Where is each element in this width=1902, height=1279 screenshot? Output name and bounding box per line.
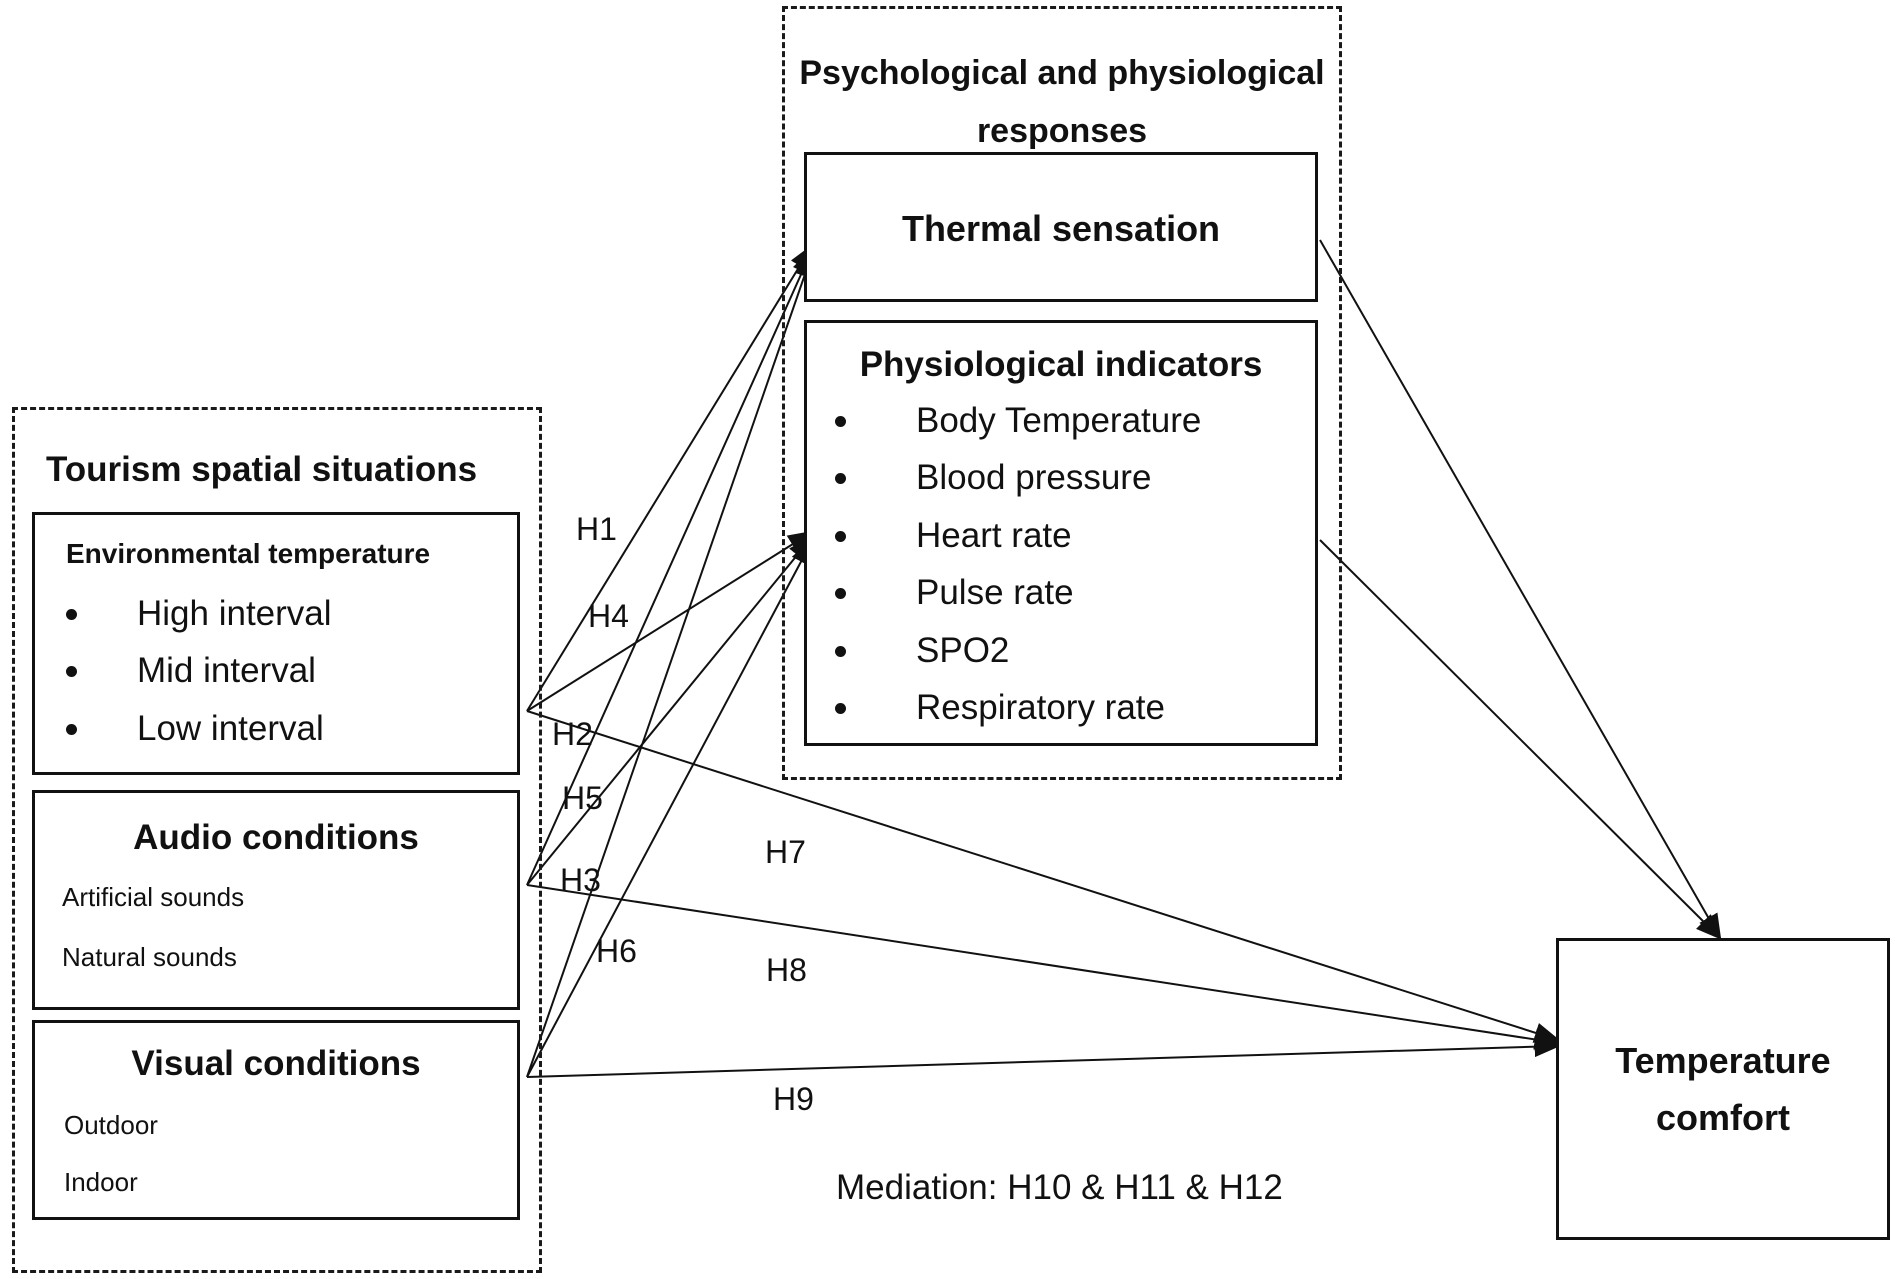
hypothesis-label-h7: H7 — [765, 834, 806, 870]
responses-group-title: Psychological and physiological response… — [799, 54, 1325, 150]
bullet-icon — [835, 702, 846, 714]
hypothesis-label-h9: H9 — [773, 1081, 814, 1117]
tourism-group — [12, 407, 542, 1273]
visual-conditions-title: Visual conditions — [131, 1044, 421, 1083]
audio-item: Natural sounds — [62, 942, 237, 972]
arrow-h9 — [526, 1036, 1561, 1078]
hypothesis-label-h4: H4 — [588, 598, 629, 634]
thermal-sensation-title: Thermal sensation — [901, 208, 1221, 249]
env-item: High interval — [66, 594, 332, 634]
physiological-indicators-title: Physiological indicators — [859, 345, 1263, 384]
bullet-icon — [835, 645, 846, 657]
env-temperature-box — [32, 512, 520, 775]
arrow-h5 — [526, 534, 814, 886]
bullet-icon — [835, 587, 846, 599]
physio-item: Respiratory rate — [835, 688, 1165, 728]
env-temperature-title: Environmental temperature — [66, 538, 431, 569]
physio-item: Pulse rate — [835, 573, 1074, 613]
bullet-icon — [835, 472, 846, 484]
physio-item: SPO2 — [835, 631, 1009, 671]
bullet-icon — [835, 530, 846, 542]
physio-item: Heart rate — [835, 516, 1072, 556]
bullet-icon — [66, 608, 77, 620]
hypothesis-label-h6: H6 — [596, 933, 637, 969]
hypothesis-label-h5: H5 — [562, 780, 603, 816]
arrow-h1 — [526, 243, 814, 712]
thermal-sensation-box — [804, 152, 1318, 302]
responses-group — [782, 6, 1342, 780]
temperature-comfort-box — [1556, 938, 1890, 1240]
physiological-indicators-box — [804, 320, 1318, 746]
audio-conditions-title: Audio conditions — [133, 818, 419, 857]
mediation-note: Mediation: H10 & H11 & H12 — [836, 1168, 1283, 1207]
bullet-icon — [66, 723, 77, 735]
tourism-group-title: Tourism spatial situations — [46, 450, 478, 489]
temperature-comfort-title: Temperature comfort — [1615, 1040, 1831, 1138]
audio-conditions-box — [32, 790, 520, 1010]
arrow-h6 — [526, 538, 814, 1078]
arrow-h3 — [526, 251, 815, 1078]
audio-item: Artificial sounds — [62, 882, 245, 912]
arrow-h7 — [526, 710, 1561, 1043]
visual-conditions-box — [32, 1020, 520, 1220]
arrow-physio-comfort — [1319, 539, 1722, 940]
env-item: Low interval — [66, 709, 324, 749]
physio-item: Body Temperature — [835, 401, 1201, 441]
hypothesis-label-h1: H1 — [576, 511, 617, 547]
arrow-thermal-comfort — [1319, 239, 1722, 941]
arrow-h2 — [526, 247, 814, 886]
hypothesis-label-h2: H2 — [552, 716, 593, 752]
bullet-icon — [835, 415, 846, 427]
hypothesis-label-h3: H3 — [560, 862, 601, 898]
hypothesis-label-h8: H8 — [766, 952, 807, 988]
visual-item: Outdoor — [64, 1110, 158, 1140]
arrow-h4 — [526, 530, 815, 712]
visual-item: Indoor — [64, 1167, 138, 1197]
arrow-h8 — [526, 884, 1561, 1050]
env-item: Mid interval — [66, 651, 316, 691]
bullet-icon — [66, 665, 77, 677]
physio-item: Blood pressure — [835, 458, 1151, 498]
